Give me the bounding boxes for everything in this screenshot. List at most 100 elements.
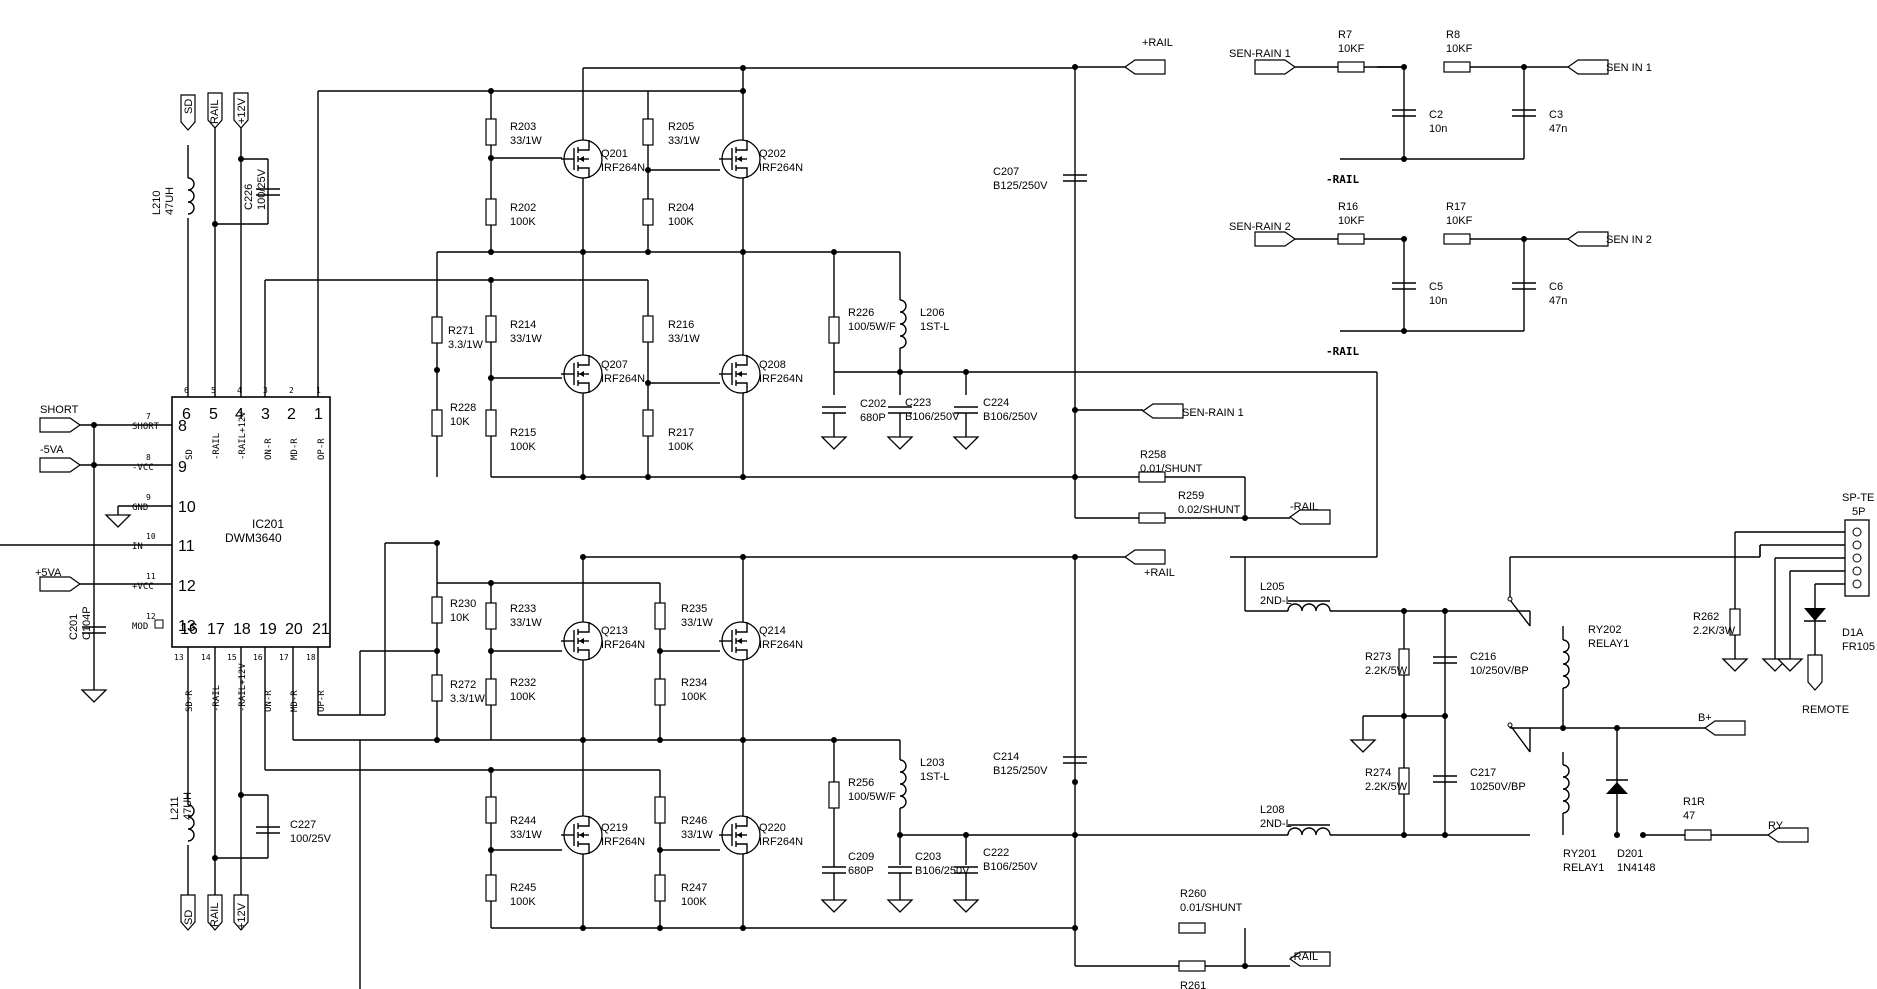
label-q213-ref: Q213 [601,625,628,637]
label-c203-value: B106/250V [915,865,970,877]
label-c227-ref: C227 [290,819,316,831]
r216-resistor [642,315,654,343]
r245-resistor [485,874,497,902]
ic-pin-name: -RAIL+12V [238,411,248,460]
ic-pin-name: +VCC [132,582,154,592]
mosfet-source [578,382,590,393]
label-r261-ref: R261 [1180,980,1206,989]
label-c202-ref: C202 [860,398,886,410]
label-ry201-value: RELAY1 [1563,862,1604,874]
ic-pin-num: 5 [211,386,216,395]
label-r226-ref: R226 [848,307,874,319]
r260-resistor [1178,922,1206,934]
r256-resistor [828,781,840,809]
label-r203-value: 33/1W [510,135,542,147]
ry-flag [1766,827,1809,843]
mosfet-source [578,843,590,854]
label-r256-value: 100/5W/F [848,791,896,803]
label-r202-ref: R202 [510,202,536,214]
mosfet-drain [736,622,748,633]
ic-pin-big: 8 [178,418,187,435]
ic-pin-num: 11 [146,572,156,581]
label-r262-ref: R262 [1693,611,1719,623]
bplus-flag [1703,720,1746,736]
label-c227-value: 100/25V [290,833,332,845]
l205-inductor [1287,603,1331,612]
label-c3-value: 47n [1549,123,1567,135]
label-r205-ref: R205 [668,121,694,133]
ground-symbol [820,436,848,450]
label-l203-value: 1ST-L [920,771,949,783]
ground-symbol [104,514,132,528]
label-c2-value: 10n [1429,123,1447,135]
label-r256-ref: R256 [848,777,874,789]
rail-bot-flag [207,894,223,931]
connector-pin-4 [1852,566,1862,576]
label-r1r-value: 47 [1683,810,1695,822]
relay-contact [1507,596,1513,602]
ic-pin-big: 21 [312,621,330,638]
label-c209-value: 680P [848,865,874,877]
label-r1r-ref: R1R [1683,796,1705,808]
label-c223-ref: C223 [905,397,931,409]
ic-pin-num: 2 [289,386,294,395]
mosfet-arrow [737,638,742,644]
port-senrain1-in-label: SEN-RAIN 1 [1229,48,1291,60]
senrain1-in-flag [1254,59,1297,75]
l206-inductor [899,299,907,349]
ic-pin-big: 13 [178,618,196,635]
ic-pin-name-text: SD [185,449,195,460]
label-r247-ref: R247 [681,882,707,894]
mosfet-source [736,649,748,660]
ic-pin-big: 18 [233,621,251,638]
ic-pin-num: 3 [263,386,268,395]
ry201-coil [1562,764,1570,814]
junction-dot [1442,713,1448,719]
r272-resistor [431,674,443,702]
label-c224-value: B106/250V [983,411,1038,423]
label-q214-ref: Q214 [759,625,786,637]
label-c226-ref: C226 [243,184,255,210]
mosfet-drain [736,816,748,827]
r233-resistor [485,602,497,630]
mosfet-arrow [737,156,742,162]
junction-dot [645,474,651,480]
r261-resistor [1178,960,1206,972]
d201-diode [1606,782,1628,794]
senin1-flag [1566,59,1609,75]
label-r7-value: 10KF [1338,43,1365,55]
mosfet-arrow [737,832,742,838]
junction-dot [1072,925,1078,931]
label-r230-value: 10K [450,612,470,624]
mosfet-arrow [579,371,584,377]
label-c2-ref: C2 [1429,109,1443,121]
port-mrail2-label: -RAIL [1290,951,1318,963]
junction-dot [1401,156,1407,162]
ic-pin-name-text: OP-R [317,438,327,460]
ic-pin-name: ON-R [264,690,274,712]
ic-pin-num: 15 [227,653,237,662]
port-mrail1-label: -RAIL [1290,501,1318,513]
ic-pin-name: IN [132,542,143,552]
net-labels: SHORT -5VA +5VA +RAIL +RAIL SEN-RAIN 1 S… [35,37,1874,963]
label-r274-value: 2.2K/5W [1365,781,1408,793]
ic-pin-name: ON-R [264,438,274,460]
senin2-flag [1566,231,1609,247]
connector-pins-label: 5P [1852,506,1865,518]
label-r7-ref: R7 [1338,29,1352,41]
ic-pin-name: -RAIL+12V [238,663,248,712]
wire [1509,724,1531,753]
mosfet-source [736,167,748,178]
connector-pin-2 [1852,540,1862,550]
mod-pin-box [154,619,164,629]
label-r215-ref: R215 [510,427,536,439]
connector-pin-5 [1852,579,1862,589]
label-r203-ref: R203 [510,121,536,133]
label-r233-value: 33/1W [510,617,542,629]
label-r232-ref: R232 [510,677,536,689]
label-q201-ref: Q201 [601,148,628,160]
ic-pin-num: 9 [146,493,151,502]
r1r-resistor [1684,829,1712,841]
label-r230-ref: R230 [450,598,476,610]
label-l210-value: 47UH [164,187,176,215]
